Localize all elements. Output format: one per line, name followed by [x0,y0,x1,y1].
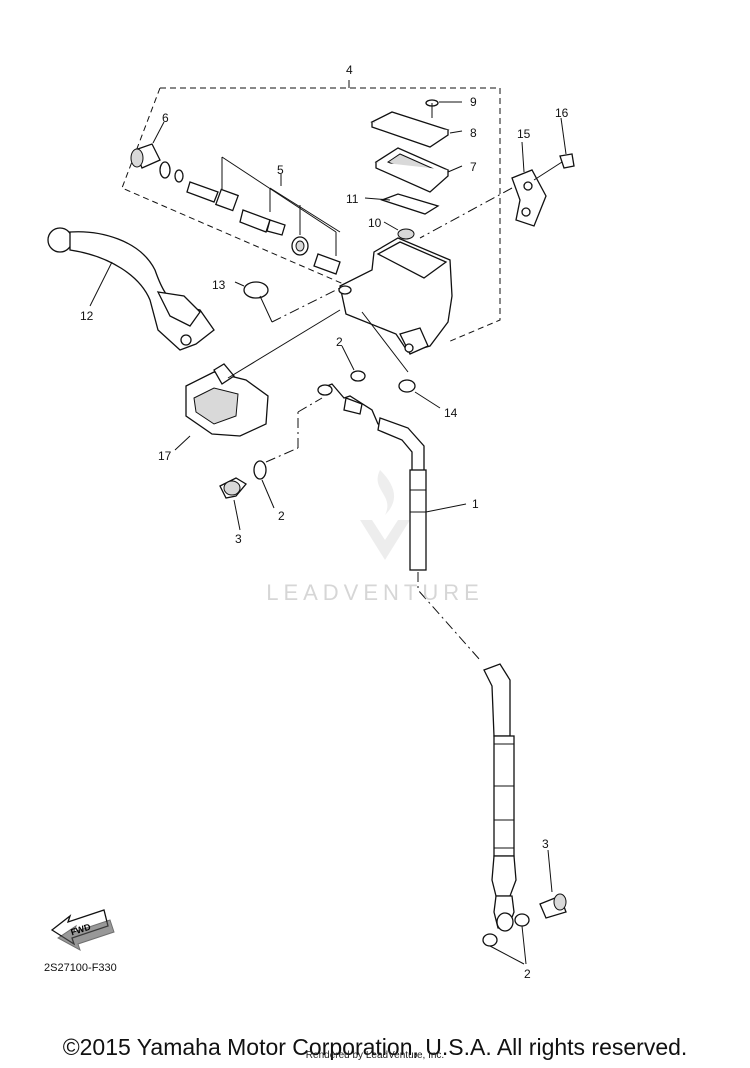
callout-1: 1 [472,497,479,511]
part-5-piston-kit [186,156,341,275]
fwd-arrow-icon: FWD [50,909,115,952]
callout-7: 7 [470,160,477,174]
callout-13: 13 [212,278,226,292]
master-cylinder-assembly-outline [121,87,501,343]
callout-5: 5 [277,163,284,177]
callout-2-middle: 2 [278,509,285,523]
callout-16: 16 [555,106,569,120]
callout-10: 10 [368,216,382,230]
callout-3-right: 3 [542,837,549,851]
part-12-brake-lever [47,227,215,351]
part-16-bolt [533,117,575,181]
callout-3-left: 3 [235,532,242,546]
callout-15: 15 [517,127,531,141]
watermark-logo [360,470,410,560]
master-cylinder-body [338,237,453,373]
callout-12: 12 [80,309,94,323]
callout-9: 9 [470,95,477,109]
part-15-holder [419,141,547,239]
part-14-cap [398,379,441,409]
copyright-notice: ©2015 Yamaha Motor Corporation, U.S.A. A… [62,1034,688,1060]
part-8-reservoir-cap [370,111,463,148]
part-10-float [383,221,415,240]
callout-17: 17 [158,449,172,463]
callout-2-lower: 2 [524,967,531,981]
part-6-boot [130,121,184,183]
callout-4: 4 [346,63,353,77]
callout-14: 14 [444,406,458,420]
diagram-code: 2S27100-F330 [44,962,117,974]
part-13-pivot-bolt [234,281,341,323]
callout-2-upper: 2 [336,335,343,349]
part-3-union-bolts [219,477,567,919]
part-1-brake-hose [317,383,517,932]
watermark-text: LEADVENTURE [266,580,484,605]
part-11-diaphragm [364,193,440,215]
part-7-diaphragm-holder [374,147,463,193]
part-9-screw [425,99,462,118]
part-17-caliper [174,309,341,451]
rendered-by-notice: Rendered by LeadVenture, Inc. [305,1050,445,1061]
callout-6: 6 [162,111,169,125]
callout-11: 11 [346,192,359,206]
part-2-washers [253,345,530,965]
callout-8: 8 [470,126,477,140]
